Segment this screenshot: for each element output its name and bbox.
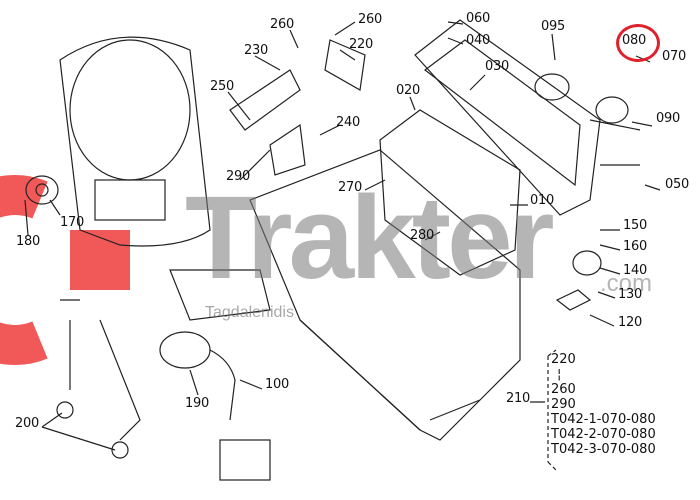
part-label: 100	[265, 377, 289, 392]
part-label: 060	[466, 11, 490, 26]
range-marker: ¦	[557, 367, 562, 382]
ref-code: T042-2-070-080	[551, 427, 656, 442]
trakter-logo-icon	[0, 175, 130, 365]
part-label: 210	[506, 391, 530, 406]
part-label: 050	[665, 177, 689, 192]
part-label: 290	[226, 169, 250, 184]
part-label: 240	[336, 115, 360, 130]
part-label: 220	[349, 37, 373, 52]
ref-code: T042-1-070-080	[551, 412, 656, 427]
part-label: 260	[358, 12, 382, 27]
part-label: 150	[623, 218, 647, 233]
part-label: 130	[618, 287, 642, 302]
part-label: 170	[60, 215, 84, 230]
group-item: 220	[551, 352, 576, 367]
part-label: 070	[662, 49, 686, 64]
part-label: 030	[485, 59, 509, 74]
part-label: 140	[623, 263, 647, 278]
group-210-list: 220 ¦ 260 290 T042-1-070-080 T042-2-070-…	[551, 352, 656, 457]
watermark-domain: .com	[600, 270, 653, 297]
ref-code: T042-3-070-080	[551, 442, 656, 457]
part-label: 180	[16, 234, 40, 249]
highlight-circle	[616, 24, 660, 62]
group-item: 290	[551, 397, 576, 412]
part-label: 095	[541, 19, 565, 34]
part-label: 230	[244, 43, 268, 58]
highlighted-part-label: 080	[622, 33, 646, 48]
part-label: 040	[466, 33, 490, 48]
part-label: 160	[623, 239, 647, 254]
part-label: 010	[530, 193, 554, 208]
part-label: 260	[270, 17, 294, 32]
part-label: 250	[210, 79, 234, 94]
part-label: 020	[396, 83, 420, 98]
part-label: 280	[410, 228, 434, 243]
part-label: 090	[656, 111, 680, 126]
group-item: 260	[551, 382, 576, 397]
part-label: 190	[185, 396, 209, 411]
watermark-brand: Trakter	[185, 172, 555, 304]
watermark-sub: Tagdalenidis	[205, 304, 294, 321]
part-label: 200	[15, 416, 39, 431]
part-label: 270	[338, 180, 362, 195]
part-label: 120	[618, 315, 642, 330]
